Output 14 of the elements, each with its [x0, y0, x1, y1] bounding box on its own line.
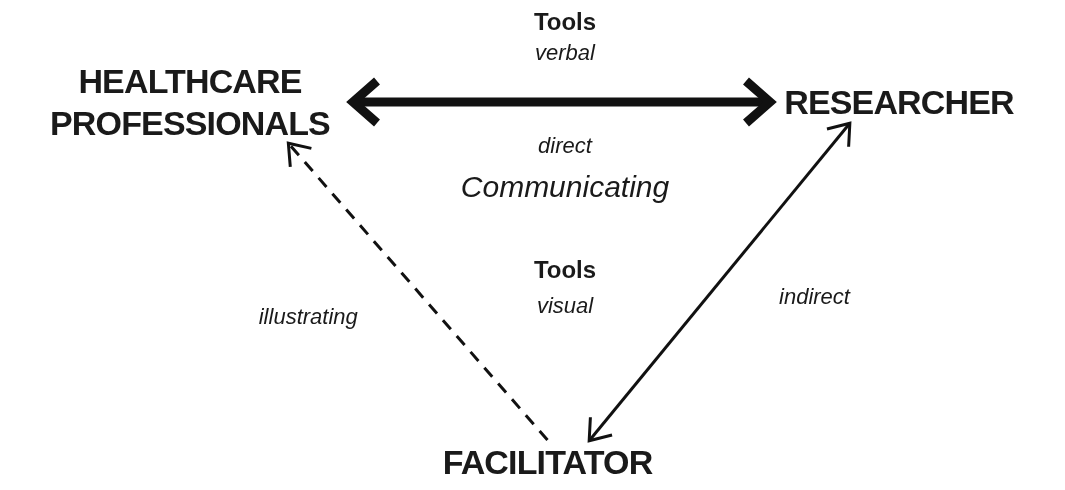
arrow: [286, 141, 549, 441]
annotation-text: visual: [536, 291, 594, 320]
edge-label: indirect: [779, 282, 850, 311]
annotation-text: Tools: [533, 255, 597, 285]
role-label: RESEARCHER: [768, 80, 1030, 124]
arrow: [348, 76, 775, 128]
edge-label: illustrating: [258, 302, 358, 331]
annotation-text: Tools: [533, 7, 597, 37]
role-label: FACILITATOR: [430, 440, 665, 484]
role-label: HEALTHCARE PROFESSIONALS: [25, 60, 355, 144]
arrow: [587, 121, 852, 443]
annotation-text: direct: [538, 131, 592, 160]
annotation-text: Communicating: [460, 168, 670, 205]
annotation-text: verbal: [535, 38, 595, 67]
